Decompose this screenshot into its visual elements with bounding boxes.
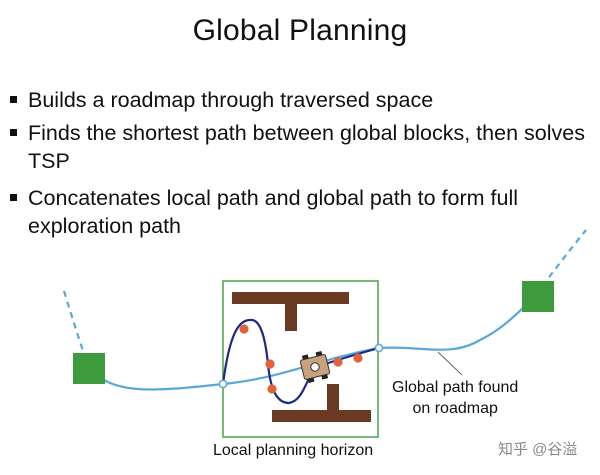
bullet-item-concatenate: Concatenates local path and global path … (10, 184, 590, 240)
waypoint-marker (353, 353, 363, 363)
bullet-item-roadmap: Builds a roadmap through traversed space (10, 86, 590, 114)
global-path-label-line2: on roadmap (412, 400, 498, 417)
local-planning-horizon-label: Local planning horizon (213, 442, 374, 459)
horizon-boundary-node (218, 379, 228, 389)
horizon-boundary-node (374, 343, 384, 353)
global-path (87, 293, 539, 391)
global-path-label: Global path found on roadmap (392, 377, 518, 419)
robot-icon (299, 350, 331, 384)
obstacle-top-bar (232, 292, 349, 304)
local-planning-horizon-box (222, 280, 379, 438)
waypoint-marker (267, 384, 277, 394)
obstacle-top-stem (285, 302, 297, 331)
obstacle-bottom-stem (327, 384, 339, 414)
slide-title: Global Planning (192, 14, 408, 47)
global-block-right (522, 281, 554, 312)
waypoint-marker (333, 357, 343, 367)
waypoint-marker (265, 359, 275, 369)
waypoint-marker (239, 324, 249, 334)
watermark: 知乎 @谷溢 (498, 441, 578, 458)
global-block-left (73, 353, 105, 384)
obstacle-bottom-bar (272, 410, 371, 422)
global-path-leader-line (437, 351, 463, 376)
bullet-item-shortest-path: Finds the shortest path between global b… (10, 119, 590, 175)
bullet-list: Builds a roadmap through traversed space… (10, 86, 590, 245)
global-path-label-line1: Global path found (392, 379, 519, 396)
